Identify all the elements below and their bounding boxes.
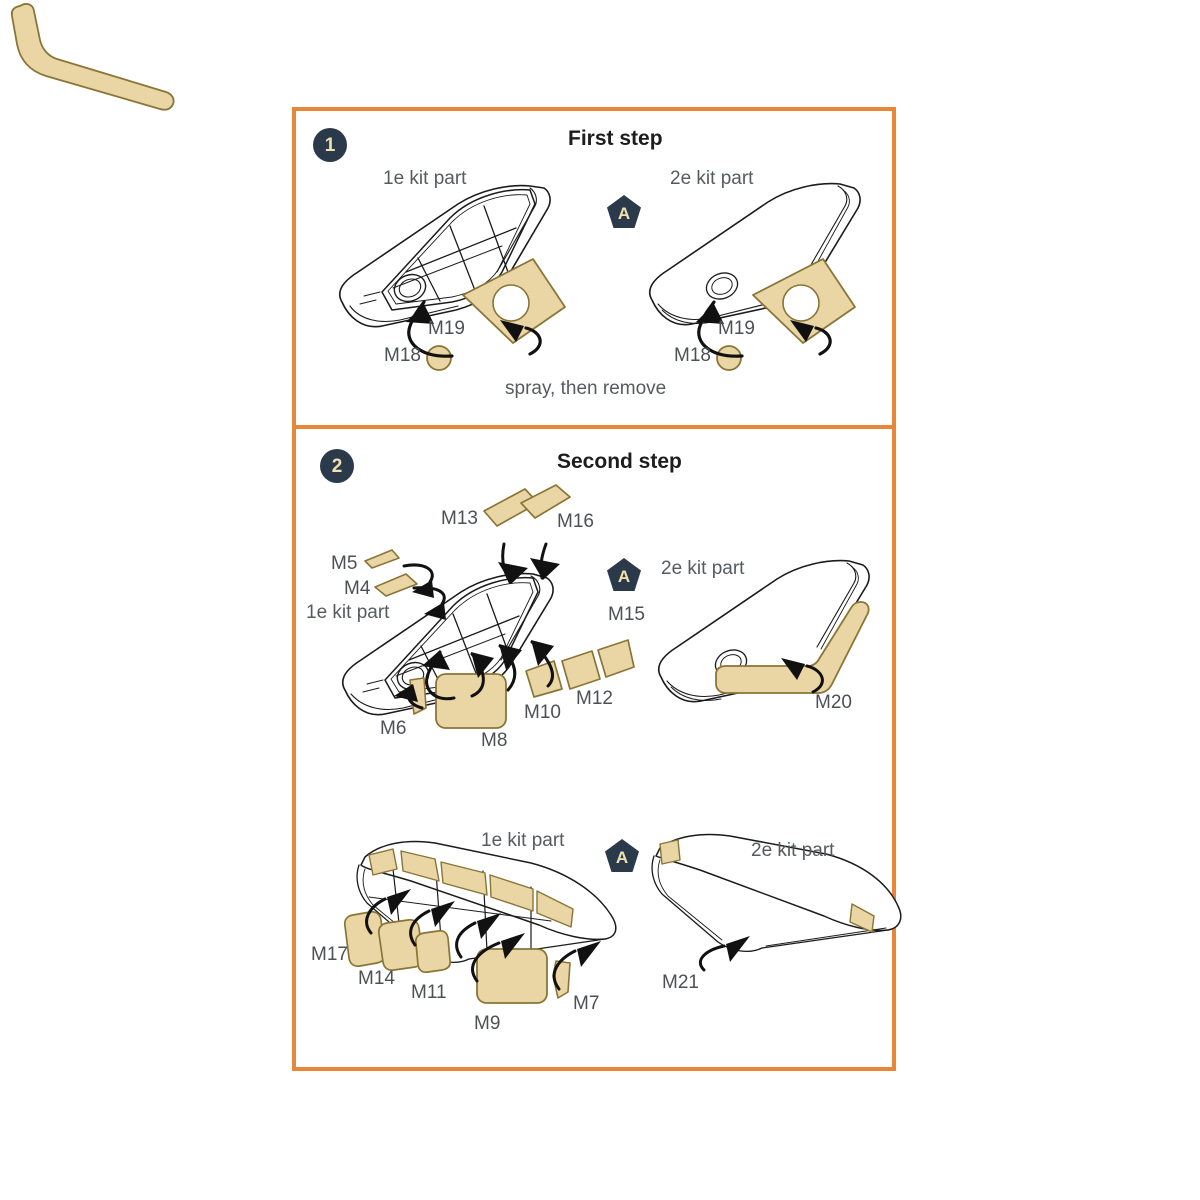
step2-m8-mask (435, 673, 507, 729)
step2-m7-label: M7 (573, 993, 600, 1014)
marker-letter: A (615, 847, 629, 867)
step1-note: spray, then remove (505, 378, 667, 399)
step2-lower-right-nose-drawing (651, 833, 902, 953)
step2-m11-label: M11 (411, 982, 447, 1003)
step2-m4-label: M4 (344, 578, 371, 599)
step1-left-nose-drawing (338, 184, 551, 328)
step2-upper-left-arrows (394, 542, 560, 710)
step1-left-m19-mask (462, 258, 566, 344)
step2-m13-label: M13 (441, 508, 478, 529)
step2-lower-left-kit-label: 1e kit part (481, 830, 565, 851)
marker-pentagon-a-step2-upper: A (606, 557, 642, 593)
step2-m20-mask (715, 601, 870, 694)
marker-pentagon-a-step2-lower: A (604, 838, 640, 874)
step2-m8-label: M8 (481, 730, 508, 751)
step2-m6-label: M6 (380, 718, 407, 739)
step2-m10-m12-m15-masks (525, 639, 635, 698)
step-2-title: Second step (557, 450, 682, 473)
step1-left-arrows (406, 300, 542, 358)
step2-m12-label: M12 (576, 688, 613, 709)
step2-m4-mask (374, 573, 418, 597)
step2-m15-label: M15 (608, 604, 645, 625)
step2-m10-label: M10 (524, 702, 561, 723)
step2-upper-left-kit-label: 1e kit part (306, 602, 390, 623)
step1-left-m18-mask (426, 345, 452, 371)
step2-m20-label: M20 (815, 692, 852, 713)
marker-letter: A (617, 566, 631, 586)
step1-right-arrows (696, 300, 832, 358)
marker-pentagon-a-step1: A (606, 194, 642, 230)
step1-right-kit-label: 2e kit part (670, 168, 754, 189)
step1-left-kit-label: 1e kit part (383, 168, 467, 189)
step2-upper-right-kit-label: 2e kit part (661, 558, 745, 579)
step2-m14-label: M14 (358, 968, 395, 989)
step2-m17-m14-m11-masks (343, 910, 452, 974)
step1-right-m19-mask (752, 258, 856, 344)
step2-lower-left-arrows (365, 889, 601, 991)
step2-lower-right-kit-label: 2e kit part (751, 840, 835, 861)
step1-left-m18-label: M18 (384, 345, 421, 366)
step-divider (292, 425, 896, 429)
step1-right-m19-label: M19 (718, 318, 755, 339)
step2-m5-mask (364, 549, 400, 569)
step1-left-m19-label: M19 (428, 318, 465, 339)
step2-m21-label: M21 (662, 972, 699, 993)
step2-m9-label: M9 (474, 1013, 501, 1034)
step-badge-2: 2 (320, 449, 354, 483)
step2-m21-arrow (698, 936, 750, 972)
step2-m5-label: M5 (331, 553, 358, 574)
step2-m17-label: M17 (311, 944, 348, 965)
step2-m21-mask (10, 3, 175, 111)
step-badge-1: 1 (313, 128, 347, 162)
step1-right-m18-mask (716, 345, 742, 371)
step1-right-nose-drawing (648, 182, 861, 326)
step2-m20-arrow (781, 658, 824, 694)
step2-m16-label: M16 (557, 511, 594, 532)
step2-upper-right-nose-drawing (657, 559, 870, 703)
step2-lower-left-nose-drawing (356, 840, 617, 964)
step1-right-m18-label: M18 (674, 345, 711, 366)
marker-letter: A (617, 203, 631, 223)
step-1-title: First step (568, 127, 663, 150)
step2-m16-mask (520, 484, 571, 519)
